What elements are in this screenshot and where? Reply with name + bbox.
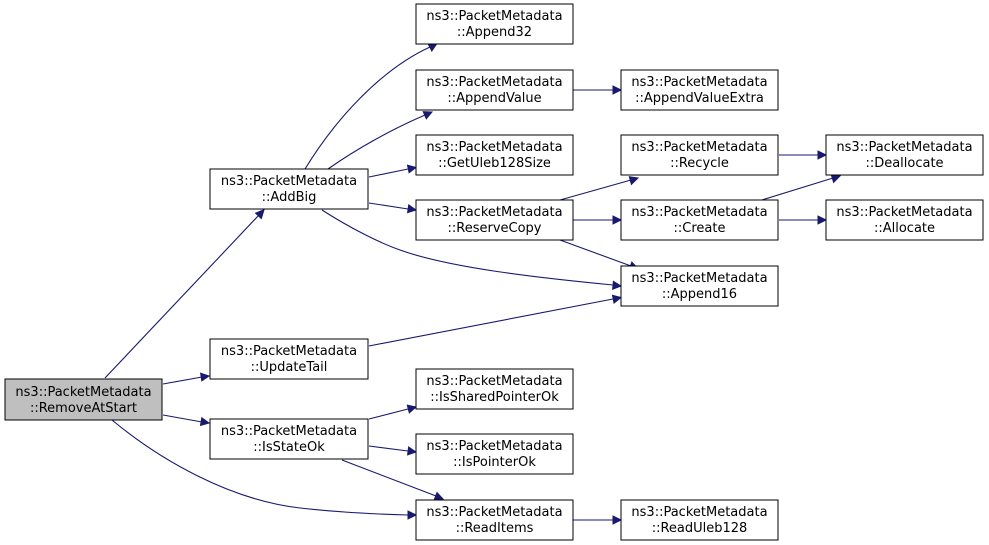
node-line1: ns3::PacketMetadata — [426, 439, 562, 454]
edge-recycle-deallocate — [779, 150, 828, 160]
node-append32[interactable]: ns3::PacketMetadata ::Append32 — [415, 3, 574, 45]
edge-isstateok-issharedpointerok — [368, 404, 418, 420]
node-append-value[interactable]: ns3::PacketMetadata ::AppendValue — [415, 69, 574, 111]
node-get-uleb128-size[interactable]: ns3::PacketMetadata ::GetUleb128Size — [415, 134, 574, 176]
node-line1: ns3::PacketMetadata — [426, 75, 562, 90]
node-line2: ::GetUleb128Size — [438, 156, 551, 171]
edge-addbig-append16 — [321, 209, 623, 290]
node-is-shared-pointer-ok[interactable]: ns3::PacketMetadata ::IsSharedPointerOk — [415, 368, 574, 410]
node-update-tail[interactable]: ns3::PacketMetadata ::UpdateTail — [209, 338, 369, 380]
node-create[interactable]: ns3::PacketMetadata ::Create — [620, 199, 779, 241]
node-line1: ns3::PacketMetadata — [631, 205, 767, 220]
node-line1: ns3::PacketMetadata — [15, 385, 151, 400]
node-line2: ::IsStateOk — [253, 440, 325, 455]
node-remove-at-start[interactable]: ns3::PacketMetadata ::RemoveAtStart — [4, 378, 163, 421]
node-line1: ns3::PacketMetadata — [426, 374, 562, 389]
edge-removeatstart-updatetail — [162, 372, 211, 385]
node-line2: ::UpdateTail — [251, 360, 328, 375]
node-line1: ns3::PacketMetadata — [426, 9, 562, 24]
node-line1: ns3::PacketMetadata — [631, 75, 767, 90]
node-line2: ::RemoveAtStart — [30, 401, 137, 416]
edge-updatetail-append16 — [368, 294, 623, 347]
edge-addbig-appendvalue — [327, 111, 434, 170]
node-allocate[interactable]: ns3::PacketMetadata ::Allocate — [825, 199, 984, 241]
edge-reservecopy-create — [573, 215, 623, 225]
node-line2: ::ReadUleb128 — [652, 521, 748, 536]
edge-appendvalue-appendvalueextra — [573, 85, 623, 95]
edge-removeatstart-readitems — [111, 419, 418, 520]
node-append16[interactable]: ns3::PacketMetadata ::Append16 — [620, 265, 779, 307]
edge-addbig-reservecopy — [368, 202, 418, 214]
node-line2: ::Recycle — [670, 156, 729, 171]
node-line2: ::Create — [674, 221, 726, 236]
node-line2: ::Append16 — [662, 287, 737, 302]
node-is-pointer-ok[interactable]: ns3::PacketMetadata ::IsPointerOk — [415, 433, 574, 475]
node-recycle[interactable]: ns3::PacketMetadata ::Recycle — [620, 134, 779, 176]
edge-create-deallocate — [761, 174, 842, 201]
node-line2: ::ReserveCopy — [448, 221, 542, 236]
edge-removeatstart-addbig — [104, 208, 265, 379]
nodes-layer: ns3::PacketMetadata ::RemoveAtStart ns3:… — [4, 3, 984, 541]
edge-readitems-readuleb128 — [573, 515, 623, 525]
node-line2: ::Allocate — [874, 221, 935, 236]
node-read-items[interactable]: ns3::PacketMetadata ::ReadItems — [415, 499, 574, 541]
node-line1: ns3::PacketMetadata — [426, 205, 562, 220]
node-line1: ns3::PacketMetadata — [221, 344, 357, 359]
edge-isstateok-ispointerok — [368, 445, 418, 456]
node-line2: ::Append32 — [457, 25, 532, 40]
node-is-state-ok[interactable]: ns3::PacketMetadata ::IsStateOk — [209, 418, 369, 460]
node-line2: ::Deallocate — [865, 156, 943, 171]
edge-reservecopy-append16 — [559, 239, 640, 271]
node-read-uleb128[interactable]: ns3::PacketMetadata ::ReadUleb128 — [620, 499, 779, 541]
node-line2: ::AppendValue — [447, 91, 541, 106]
node-line1: ns3::PacketMetadata — [631, 271, 767, 286]
node-line1: ns3::PacketMetadata — [631, 505, 767, 520]
edge-create-allocate — [779, 215, 828, 225]
node-line1: ns3::PacketMetadata — [426, 140, 562, 155]
node-deallocate[interactable]: ns3::PacketMetadata ::Deallocate — [825, 134, 984, 176]
node-line2: ::AddBig — [262, 190, 317, 205]
node-line1: ns3::PacketMetadata — [426, 505, 562, 520]
node-line1: ns3::PacketMetadata — [631, 140, 767, 155]
edge-reservecopy-recycle — [559, 176, 640, 201]
node-line2: ::AppendValueExtra — [635, 91, 764, 106]
node-add-big[interactable]: ns3::PacketMetadata ::AddBig — [209, 168, 369, 210]
node-line1: ns3::PacketMetadata — [221, 424, 357, 439]
node-line2: ::ReadItems — [456, 521, 534, 536]
node-append-value-extra[interactable]: ns3::PacketMetadata ::AppendValueExtra — [620, 69, 779, 111]
node-line1: ns3::PacketMetadata — [836, 140, 972, 155]
node-line2: ::IsPointerOk — [453, 455, 536, 470]
node-line2: ::IsSharedPointerOk — [430, 390, 559, 405]
node-line1: ns3::PacketMetadata — [221, 174, 357, 189]
edge-addbig-getuleb128size — [368, 164, 418, 178]
edge-removeatstart-isstateok — [162, 414, 211, 427]
node-reserve-copy[interactable]: ns3::PacketMetadata ::ReserveCopy — [415, 199, 574, 241]
node-line1: ns3::PacketMetadata — [836, 205, 972, 220]
